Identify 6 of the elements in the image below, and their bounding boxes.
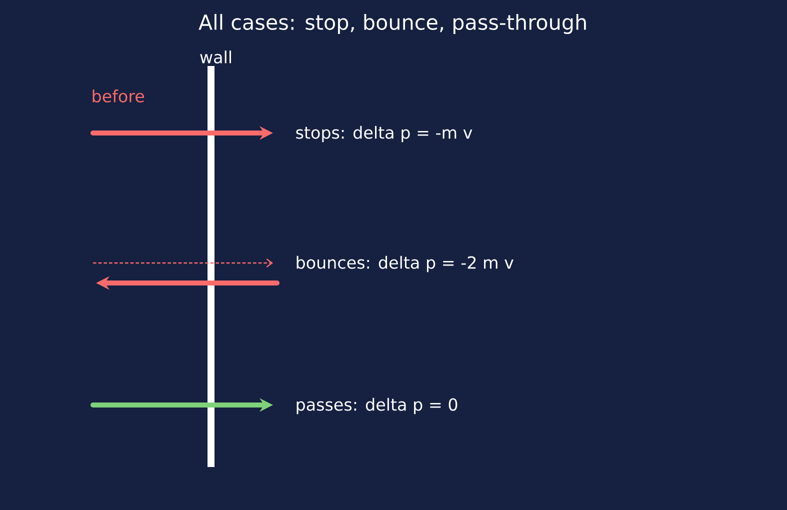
phase-label: before xyxy=(92,90,144,102)
case-label: passes: delta p = 0 xyxy=(296,398,458,414)
wall-label: wall xyxy=(200,50,231,64)
title: All cases: stop, bounce, pass-through xyxy=(198,14,586,34)
case-label: bounces: delta p = -2 m v xyxy=(296,256,514,272)
case-label: stops: delta p = -m v xyxy=(296,126,472,142)
